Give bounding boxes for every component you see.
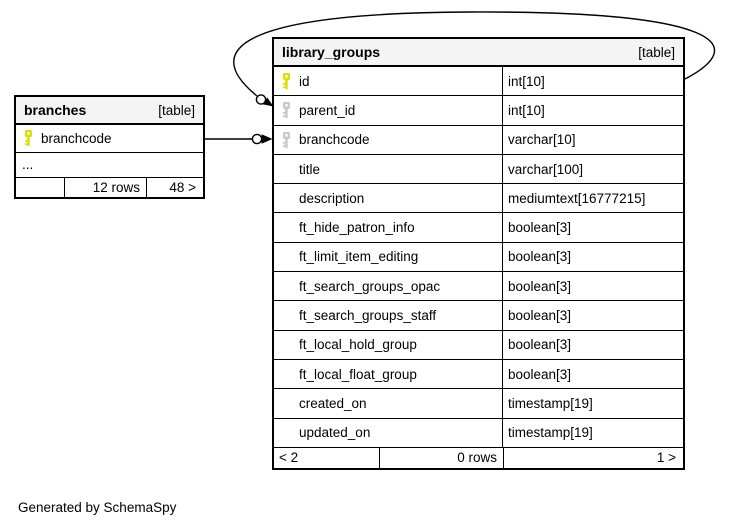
column-row-ft-limit-item-editing: ft_limit_item_editing boolean[3] bbox=[274, 242, 683, 273]
column-name-cell: ... bbox=[16, 153, 203, 178]
column-name: ... bbox=[22, 157, 34, 173]
column-name-cell: ft_local_hold_group bbox=[274, 330, 503, 359]
column-type: varchar[10] bbox=[508, 132, 576, 148]
column-row-title: title varchar[100] bbox=[274, 154, 683, 185]
column-name-cell: branchcode bbox=[16, 125, 203, 152]
table-branches: branches [table] branchcode... 12 rows 4… bbox=[14, 95, 205, 199]
column-type: boolean[3] bbox=[508, 366, 572, 382]
column-name: ft_search_groups_opac bbox=[299, 278, 441, 294]
column-name: ft_hide_patron_info bbox=[299, 220, 415, 236]
row-count: 12 rows bbox=[64, 178, 146, 197]
column-name-cell: created_on bbox=[274, 389, 503, 418]
column-row-ft-hide-patron-info: ft_hide_patron_info boolean[3] bbox=[274, 213, 683, 243]
column-type: boolean[3] bbox=[508, 220, 572, 236]
column-name: ft_limit_item_editing bbox=[299, 249, 419, 265]
key-spacer bbox=[281, 161, 292, 177]
column-row-ft-search-groups-opac: ft_search_groups_opac boolean[3] bbox=[274, 272, 683, 302]
primary-key-icon bbox=[281, 73, 292, 90]
table-type-badge: [table] bbox=[158, 102, 195, 118]
column-name-cell: description bbox=[274, 184, 503, 213]
column-type: varchar[100] bbox=[508, 161, 584, 177]
column-row-ft-search-groups-staff: ft_search_groups_staff boolean[3] bbox=[274, 301, 683, 331]
table-name[interactable]: branches bbox=[24, 102, 87, 118]
self-reference-curve bbox=[233, 11, 716, 97]
key-spacer bbox=[281, 395, 292, 411]
column-name-cell: id bbox=[274, 67, 503, 96]
arrowhead-branchcode bbox=[261, 134, 273, 144]
primary-key-icon bbox=[23, 130, 34, 147]
column-name: title bbox=[299, 161, 321, 177]
column-row-id: id int[10] bbox=[274, 67, 683, 97]
row-count: 0 rows bbox=[379, 447, 503, 468]
column-name-cell: ft_search_groups_staff bbox=[274, 301, 503, 330]
table-library-groups-rows: id int[10] parent_id int[10] branchcode varch… bbox=[274, 67, 683, 448]
column-name: branchcode bbox=[41, 130, 112, 146]
column-row-: ... bbox=[16, 152, 203, 178]
column-name-cell: ft_search_groups_opac bbox=[274, 272, 503, 301]
column-name: id bbox=[299, 73, 310, 89]
column-name: ft_local_hold_group bbox=[299, 337, 417, 353]
column-row-ft-local-float-group: ft_local_float_group boolean[3] bbox=[274, 359, 683, 390]
column-type: boolean[3] bbox=[508, 308, 572, 324]
related-count-right: 48 > bbox=[146, 178, 203, 197]
column-name: ft_search_groups_staff bbox=[299, 308, 437, 324]
column-name-cell: ft_hide_patron_info bbox=[274, 213, 503, 242]
column-name-cell: updated_on bbox=[274, 418, 503, 447]
column-name: created_on bbox=[299, 395, 367, 411]
table-name[interactable]: library_groups bbox=[282, 44, 381, 60]
column-name: branchcode bbox=[299, 132, 370, 148]
column-name: parent_id bbox=[299, 102, 356, 118]
column-row-description: description mediumtext[16777215] bbox=[274, 184, 683, 214]
arrowhead-parent-id bbox=[262, 97, 274, 107]
key-spacer bbox=[281, 278, 292, 294]
key-spacer bbox=[281, 425, 292, 441]
key-spacer bbox=[281, 308, 292, 324]
column-type: boolean[3] bbox=[508, 249, 572, 265]
related-count-right: 1 > bbox=[503, 447, 683, 468]
key-spacer bbox=[281, 366, 292, 382]
column-row-branchcode: branchcode bbox=[16, 125, 203, 153]
column-name: description bbox=[299, 190, 365, 206]
column-type: mediumtext[16777215] bbox=[508, 190, 646, 206]
column-name-cell: title bbox=[274, 154, 503, 184]
column-row-branchcode: branchcode varchar[10] bbox=[274, 125, 683, 155]
index-key-icon bbox=[281, 131, 292, 148]
column-row-updated-on: updated_on timestamp[19] bbox=[274, 418, 683, 448]
table-branches-header[interactable]: branches [table] bbox=[16, 97, 203, 125]
column-name-cell: ft_local_float_group bbox=[274, 359, 503, 389]
column-name-cell: branchcode bbox=[274, 125, 503, 154]
column-name: ft_local_float_group bbox=[299, 366, 417, 382]
column-row-ft-local-hold-group: ft_local_hold_group boolean[3] bbox=[274, 330, 683, 360]
column-type: timestamp[19] bbox=[508, 395, 593, 411]
footer-left-cell bbox=[16, 178, 64, 197]
column-name: updated_on bbox=[299, 425, 371, 441]
column-type: timestamp[19] bbox=[508, 425, 593, 441]
column-row-parent-id: parent_id int[10] bbox=[274, 96, 683, 126]
table-library-groups-header[interactable]: library_groups [table] bbox=[274, 39, 683, 67]
key-spacer bbox=[281, 220, 292, 236]
generator-credit: Generated by SchemaSpy bbox=[18, 500, 177, 515]
column-type: boolean[3] bbox=[508, 278, 572, 294]
column-type: int[10] bbox=[508, 73, 545, 89]
table-branches-footer: 12 rows 48 > bbox=[16, 178, 203, 197]
key-spacer bbox=[281, 190, 292, 206]
related-count-left: < 2 bbox=[279, 450, 299, 466]
column-name-cell: parent_id bbox=[274, 96, 503, 125]
index-key-icon bbox=[281, 102, 292, 119]
table-type-badge: [table] bbox=[638, 44, 675, 60]
column-type: int[10] bbox=[508, 102, 545, 118]
table-library-groups-footer: < 2 0 rows 1 > bbox=[274, 447, 683, 468]
column-name-cell: ft_limit_item_editing bbox=[274, 242, 503, 272]
open-dot-parent-id bbox=[255, 94, 267, 105]
column-type: boolean[3] bbox=[508, 337, 572, 353]
column-row-created-on: created_on timestamp[19] bbox=[274, 389, 683, 419]
key-spacer bbox=[281, 337, 292, 353]
table-branches-rows: branchcode... bbox=[16, 125, 203, 178]
key-spacer bbox=[281, 249, 292, 265]
open-dot-branchcode bbox=[251, 133, 263, 145]
